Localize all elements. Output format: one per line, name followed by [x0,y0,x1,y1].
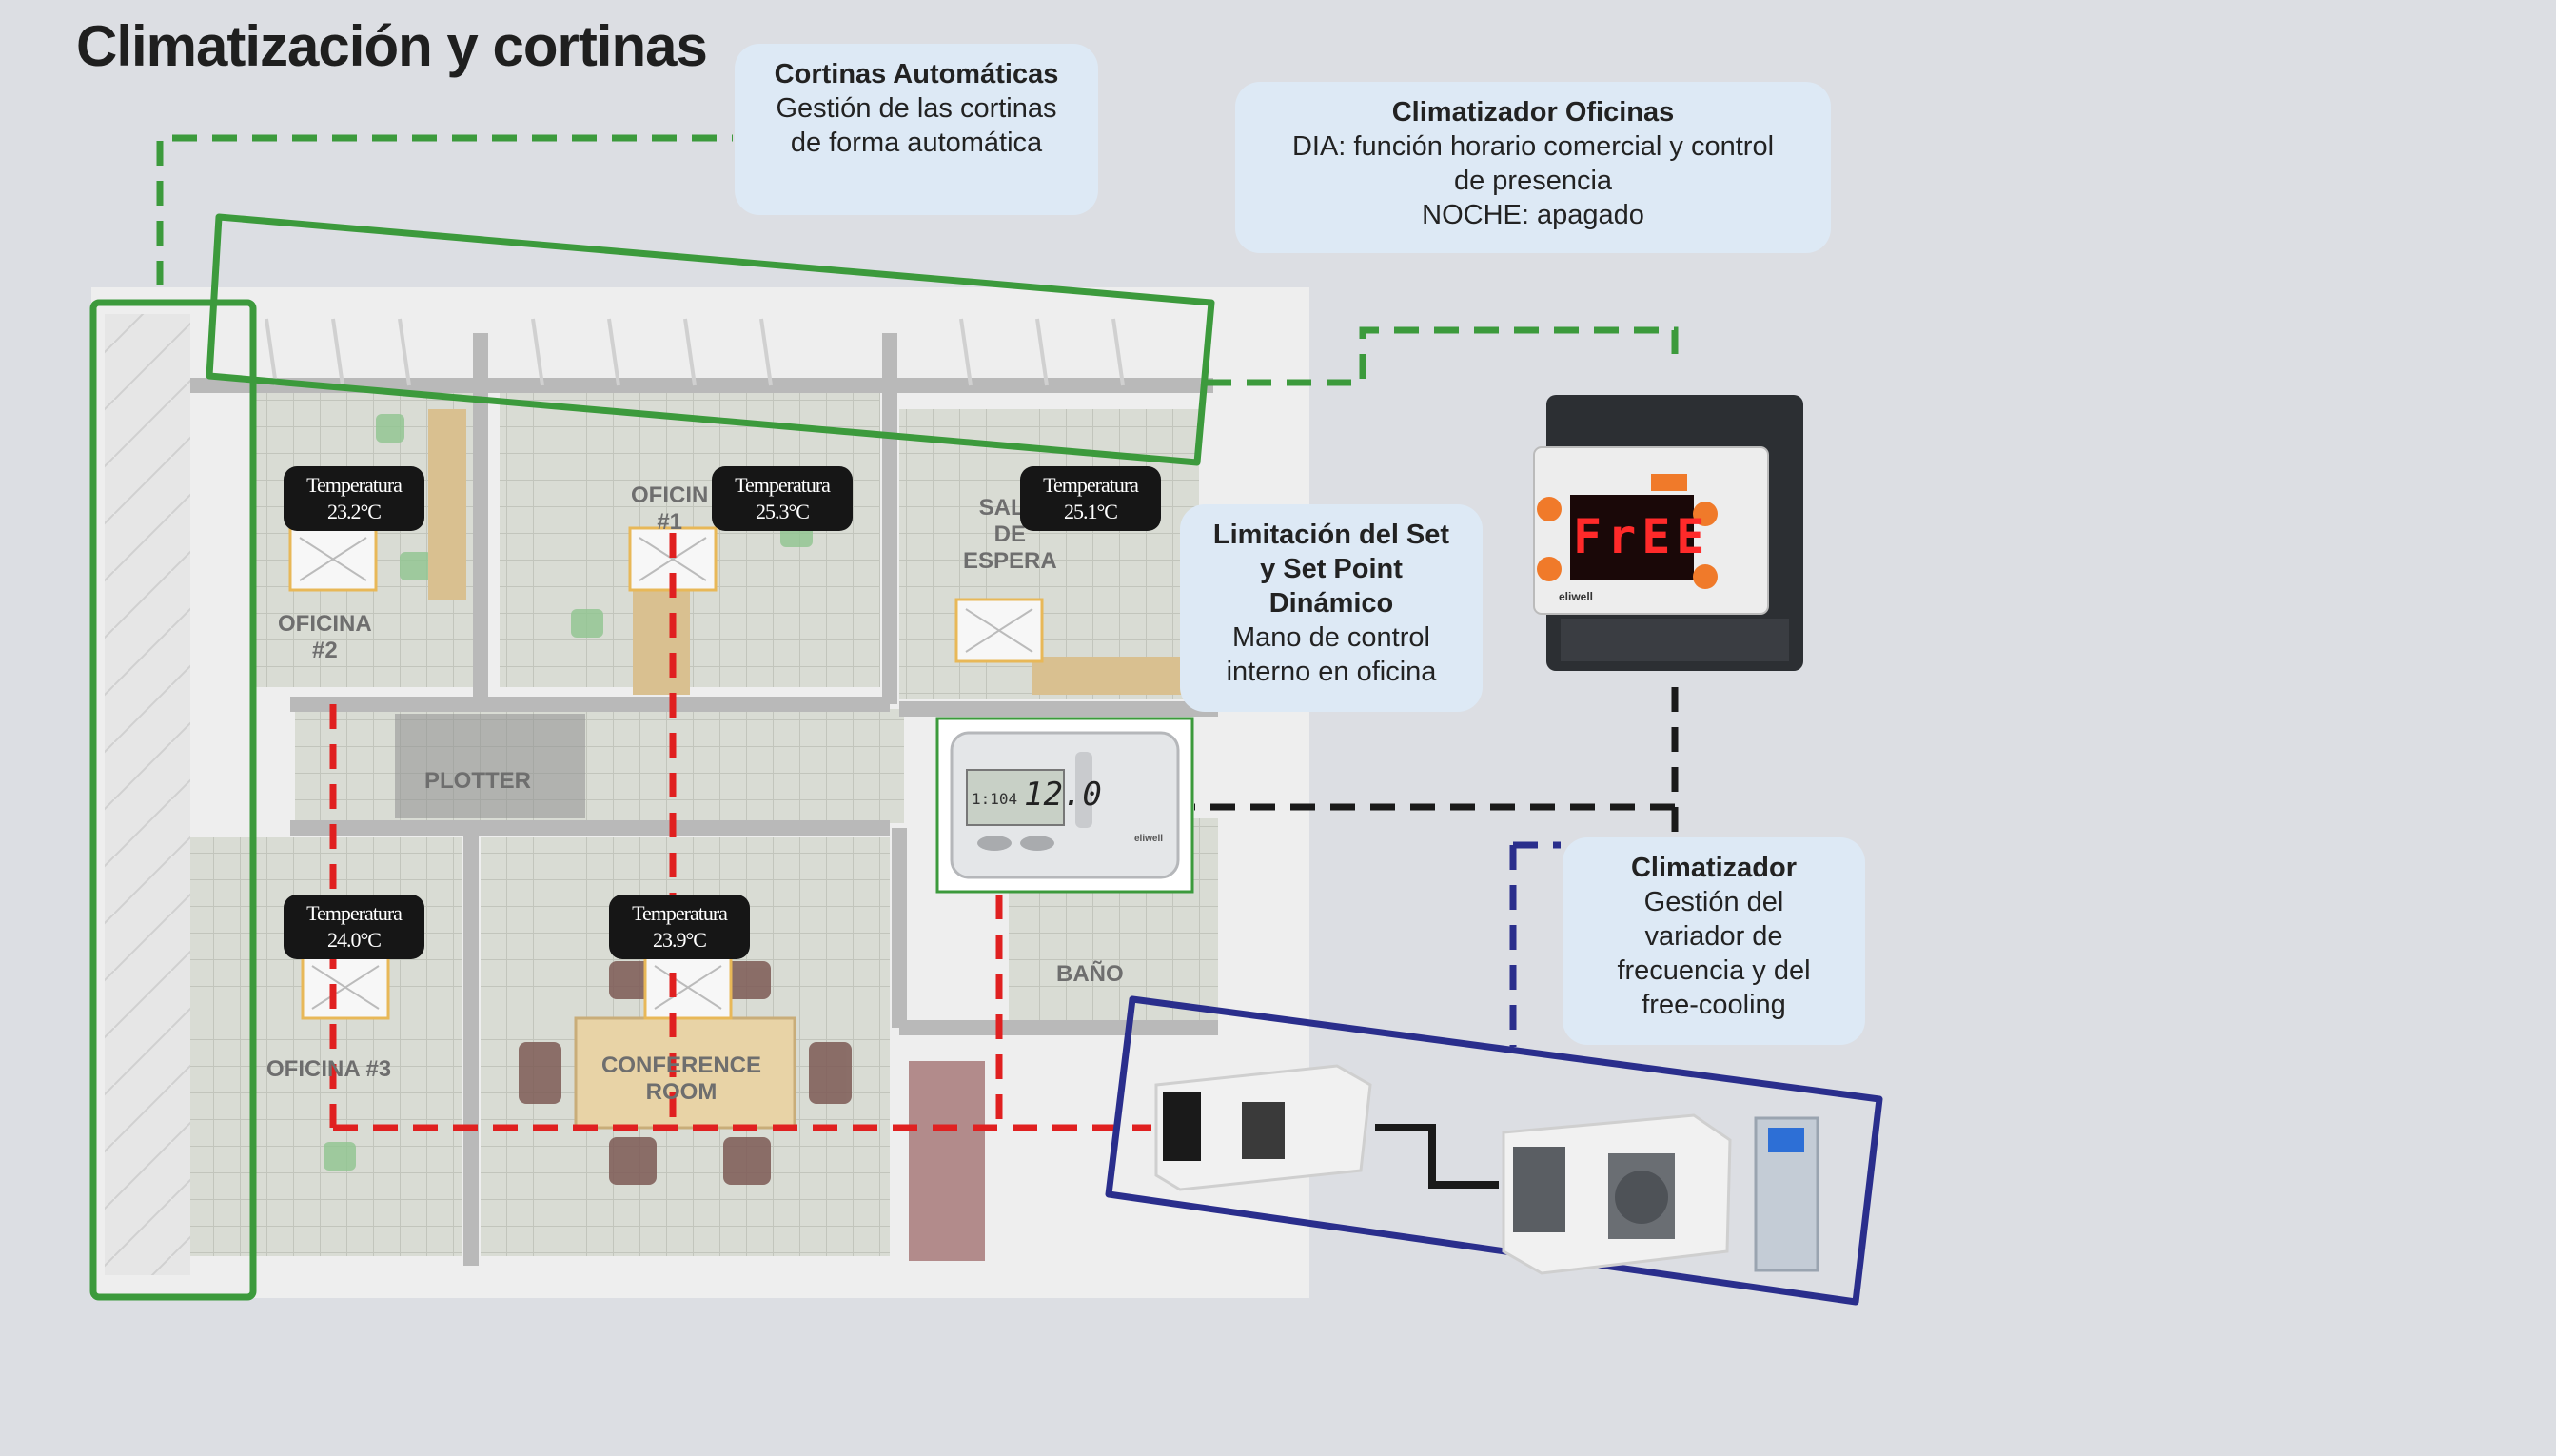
callout-title: Climatizador Oficinas [1391,97,1675,128]
thermostat-small-readout: 1:104 [972,790,1018,808]
sensor-label: Temperatura [306,901,403,925]
electrical-cabinet[interactable] [1754,1116,1819,1272]
thermostat-display: 1:104 [966,769,1065,826]
temperature-sensor-waiting-room[interactable]: Temperatura 25.1°C [1020,466,1161,531]
callout-title: Cortinas Automáticas [774,59,1059,89]
ac-outdoor-unit[interactable] [1502,1113,1732,1275]
sensor-value: 23.2°C [327,500,382,523]
temperature-sensor-conference[interactable]: Temperatura 23.9°C [609,895,750,959]
thermostat-brand-logo: eliwell [1134,834,1164,844]
room-label-office-3: OFICINA #3 [266,1056,392,1082]
controller-display-readout: FrEE [1573,509,1711,564]
unit-connection-line [1375,1124,1499,1189]
plotter-machine [395,714,585,818]
thermostat-setpoint-readout: 12.0 [1024,776,1102,814]
sensor-label: Temperatura [632,901,728,925]
hall-floor [295,709,904,823]
room-label-plotter: PLOTTER [424,768,531,794]
callout-setpoint: Limitación del Set y Set Point Dinámico … [1180,504,1483,712]
callout-title: Limitación del Set [1212,520,1450,550]
room-label-conference: CONFERENCE ROOM [601,1053,762,1105]
sensor-label: Temperatura [306,473,403,497]
curtain-link-line [156,134,733,285]
room-label-office-2: OFICINA #2 [278,611,372,663]
callout-office-ac: Climatizador Oficinas DIA: función horar… [1235,82,1831,253]
controller-brand-logo: eliwell [1559,590,1594,603]
sensor-label: Temperatura [1043,473,1139,497]
sensor-label: Temperatura [735,473,831,497]
ac-unit-group-outline [1105,995,1883,1306]
room-label-office-1: OFICIN #1 [631,482,709,535]
temperature-sensor-office-3[interactable]: Temperatura 24.0°C [284,895,424,959]
room-label-bathroom: BAÑO [1056,961,1124,987]
curtain-controller-link-line [1207,326,1679,386]
climate-controller[interactable] [1533,395,1803,671]
page-title: Climatización y cortinas [76,14,708,78]
curtain-zone-left [89,299,257,1301]
temperature-sensor-office-1[interactable]: Temperatura 25.3°C [712,466,853,531]
ac-indoor-unit[interactable] [1154,1064,1372,1191]
callout-curtains: Cortinas Automáticas Gestión de las cort… [735,44,1098,215]
sensor-value: 25.3°C [756,500,810,523]
corridor-wall [105,314,190,1275]
curtain-zone-top [206,213,1215,466]
sensor-value: 23.9°C [653,928,707,952]
callout-ac-unit: Climatizador Gestión del variador de fre… [1563,837,1865,1045]
sensor-value: 24.0°C [327,928,382,952]
sensor-value: 25.1°C [1064,500,1118,523]
temperature-sensor-office-2[interactable]: Temperatura 23.2°C [284,466,424,531]
callout-title: Climatizador [1630,853,1798,883]
